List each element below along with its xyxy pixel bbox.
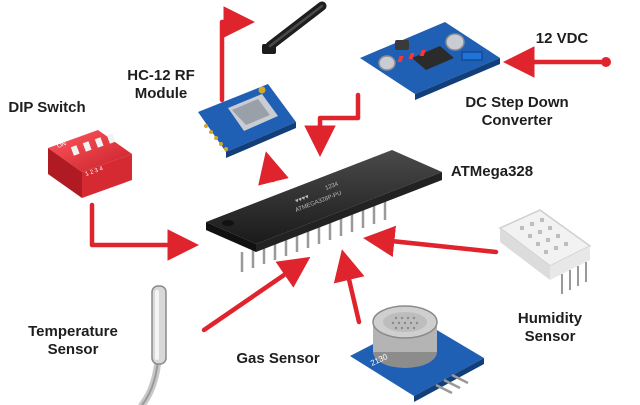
supply-label: 12 VDC: [535, 30, 589, 47]
atmega328-chip-icon: ♥♥♥♥ ATMEGA328P-PU 1234: [206, 150, 442, 272]
arrows: [89, 6, 607, 333]
chip-code-marking: 1234: [325, 181, 340, 192]
arrow-temp-to-mcu: [201, 256, 311, 333]
dip-switch-icon: ON DIP 1 2 3 4: [48, 125, 132, 198]
arrow-converter-to-mcu: [304, 92, 361, 157]
arrow-rf-to-antenna: [219, 6, 255, 103]
gas-sensor-icon: 2130: [350, 305, 484, 402]
chip-brand-marking: ♥♥♥♥: [295, 194, 311, 205]
power-source-dot: [601, 57, 611, 67]
arrow-dip-to-mcu: [89, 202, 199, 261]
gas-sensor-label: Gas Sensor: [236, 350, 320, 367]
antenna-icon: [262, 1, 327, 54]
rf-module-icon: [198, 84, 296, 158]
humidity-sensor-icon: [498, 209, 592, 294]
converter-label: DC Step Down Converter: [465, 94, 569, 129]
arrow-gas-to-mcu: [333, 249, 365, 325]
arrow-mcu-to-rf: [258, 151, 289, 186]
converter-icon: [360, 22, 500, 100]
temperature-label: Temperature Sensor: [28, 323, 118, 358]
mcu-label: ATMega328: [450, 163, 534, 180]
temperature-sensor-icon: [138, 285, 167, 405]
humidity-label: Humidity Sensor: [517, 310, 583, 345]
dip-brand-label: DIP: [103, 125, 114, 134]
rf-module-label: HC-12 RF Module: [127, 67, 195, 102]
dip-on-label: ON: [57, 141, 68, 150]
arrow-humidity-to-mcu: [363, 225, 499, 258]
dip-switch-label: DIP Switch: [8, 99, 86, 116]
